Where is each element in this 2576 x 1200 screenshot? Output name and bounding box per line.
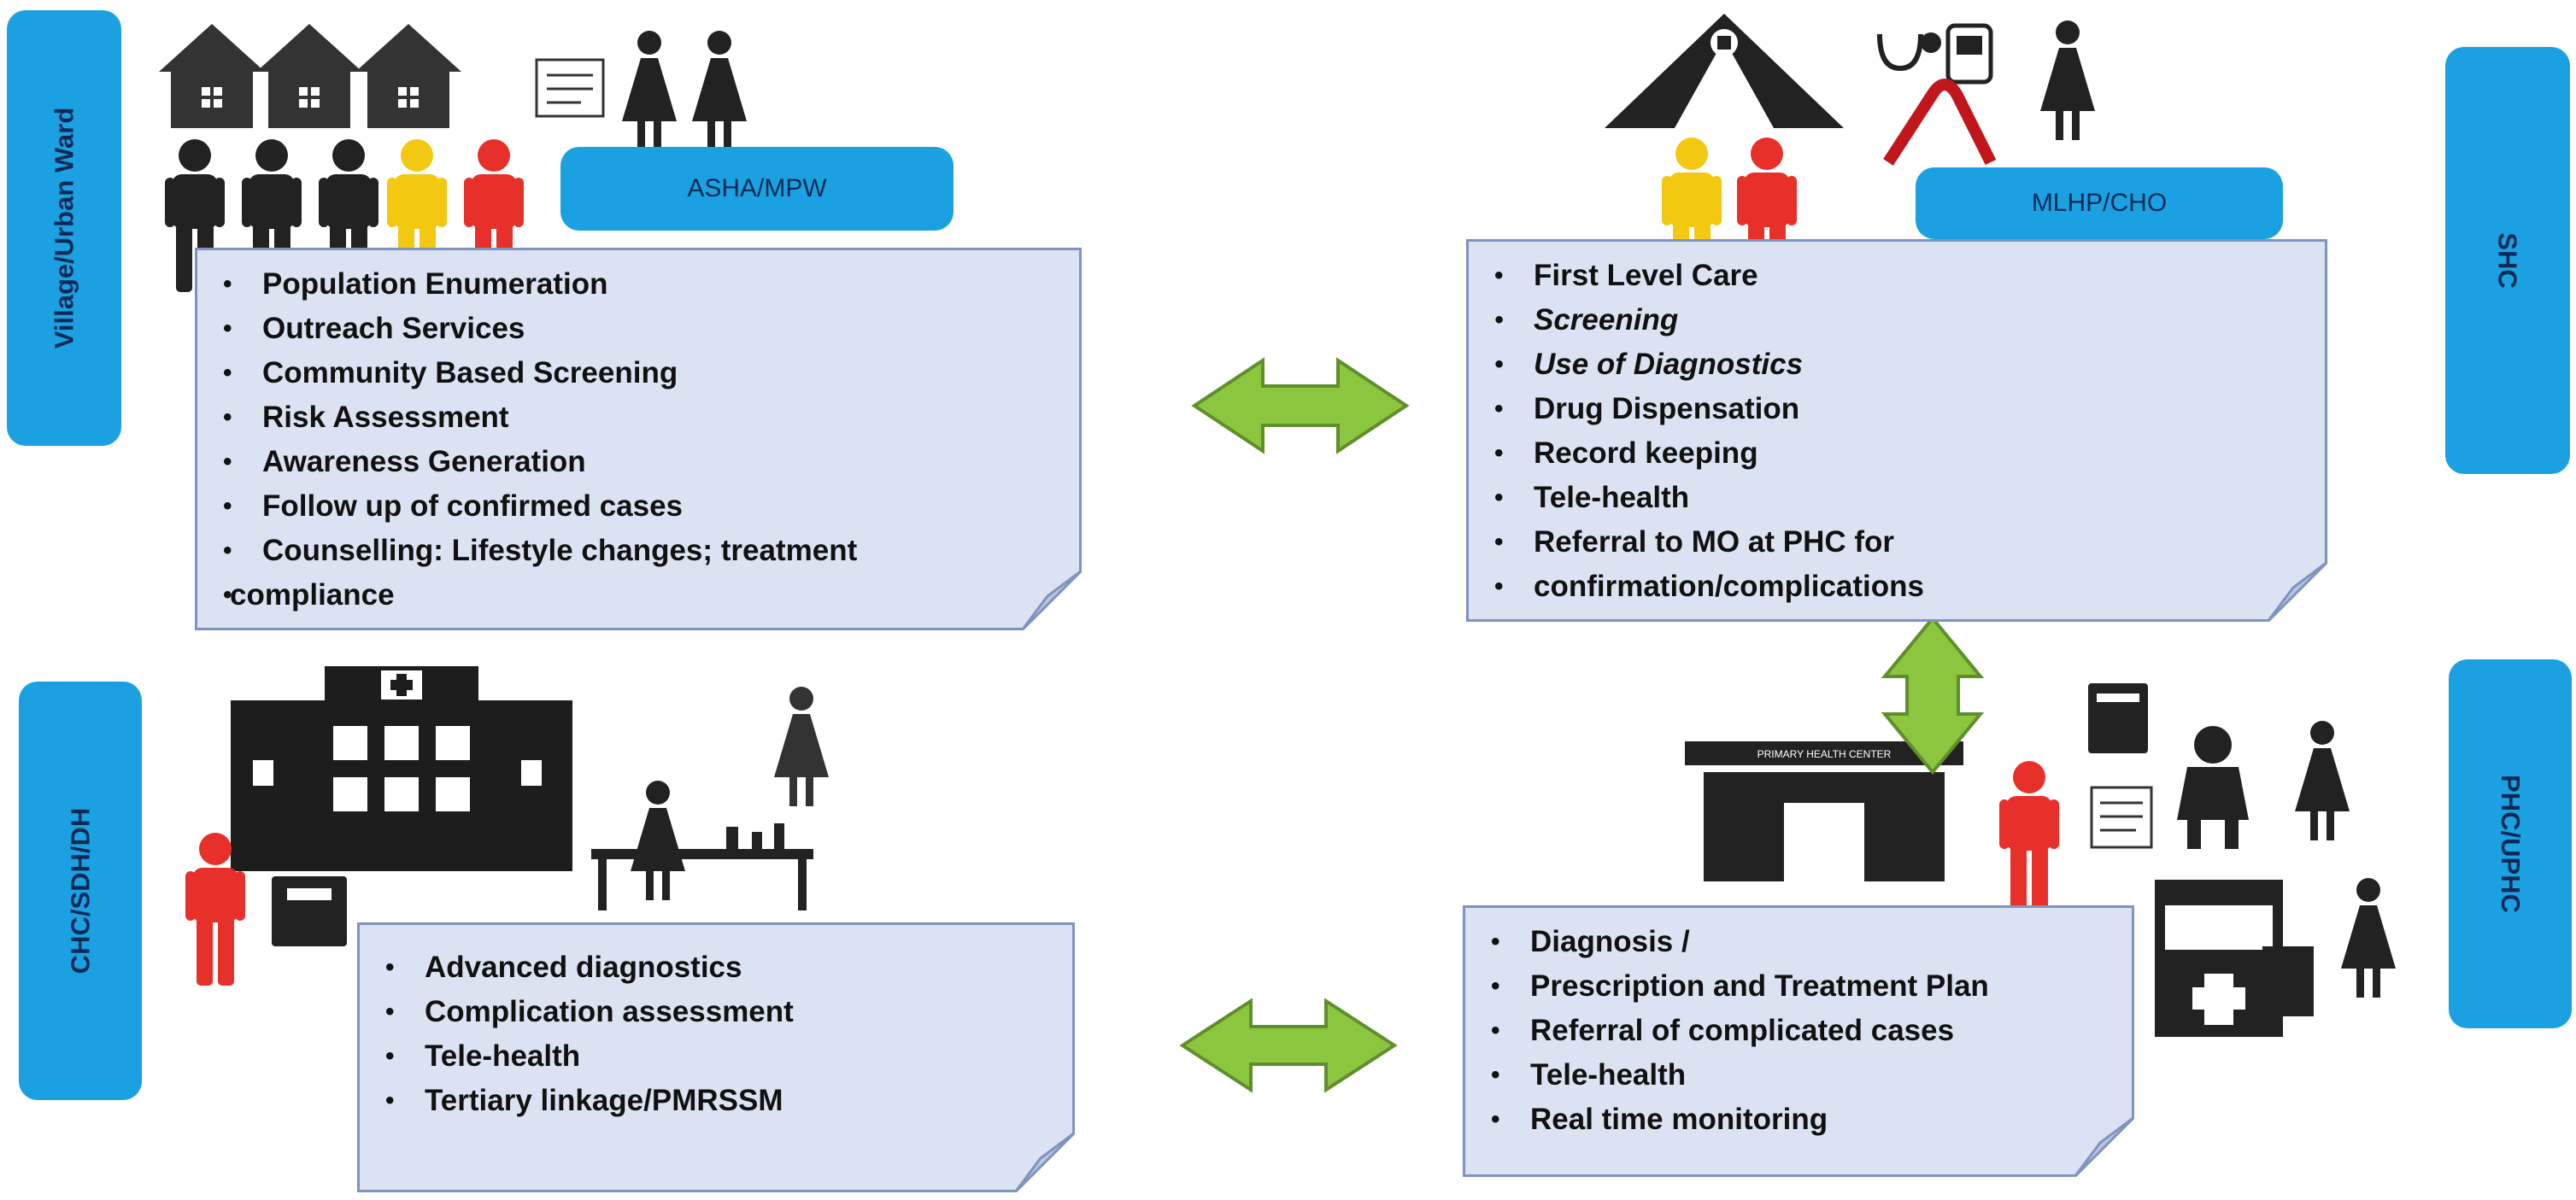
list-item: Screening <box>1484 298 2304 342</box>
list-item: Drug Dispensation <box>1484 387 2304 431</box>
village-urban-ward-tab: Village/Urban Ward <box>7 10 121 446</box>
asha-mpw-label: ASHA/MPW <box>560 147 954 231</box>
page-curl-icon <box>1022 571 1082 630</box>
nurse-icon <box>2295 721 2350 840</box>
doctor-icon <box>774 687 829 806</box>
lab-technician-icon <box>591 781 813 910</box>
list-item: Outreach Services <box>213 307 1059 351</box>
list-item: Follow up of confirmed cases <box>213 484 1059 529</box>
list-item: Tele-health <box>375 1034 1052 1079</box>
village-functions-note: Population Enumeration Outreach Services… <box>195 248 1082 630</box>
book-icon <box>2088 683 2148 753</box>
list-item: Prescription and Treatment Plan <box>1481 964 2111 1009</box>
person-icon <box>1999 761 2059 914</box>
list-item: Tele-health <box>1484 476 2304 520</box>
double-arrow-chc-phc <box>1179 998 1398 1093</box>
double-arrow-village-shc <box>1191 357 1410 454</box>
document-icon <box>2090 786 2153 849</box>
scale-icon <box>272 876 347 946</box>
chc-functions-note: Advanced diagnostics Complication assess… <box>357 922 1075 1192</box>
hospital-icon <box>231 666 572 871</box>
house-icon <box>159 24 265 128</box>
list-item: Tertiary linkage/PMRSSM <box>375 1079 1052 1123</box>
list-item: Diagnosis / <box>1481 920 2111 964</box>
shc-tab: SHC <box>2445 47 2570 474</box>
stethoscope-icon <box>1877 32 1941 72</box>
health-worker-icon <box>692 31 747 150</box>
list-item: First Level Care <box>1484 254 2304 298</box>
page-curl-icon <box>1015 1133 1075 1192</box>
pharmacist-icon <box>2341 878 2396 998</box>
page-curl-icon <box>2074 1117 2134 1177</box>
tent-icon <box>1605 14 1844 128</box>
house-icon <box>355 24 461 128</box>
phc-uphc-tab: PHC/UPHC <box>2449 659 2572 1028</box>
list-item: Advanced diagnostics <box>375 945 1052 990</box>
mlhp-cho-text: MLHP/CHO <box>2031 189 2168 217</box>
doctor-icon <box>2177 726 2249 849</box>
list-item: Record keeping <box>1484 431 2304 476</box>
pharmacy-icon <box>2155 880 2314 1037</box>
shc-functions-note: First Level Care Screening Use of Diagno… <box>1466 239 2327 622</box>
ribbon-icon <box>1883 79 1997 166</box>
list-item: Risk Assessment <box>213 395 1059 440</box>
list-item: Referral to MO at PHC for <box>1484 520 2304 565</box>
double-arrow-shc-phc <box>1881 615 1985 776</box>
list-item: Real time monitoring <box>1481 1098 2111 1142</box>
list-item-continued: compliance <box>213 573 1059 618</box>
list-item: Complication assessment <box>375 990 1052 1034</box>
mlhp-cho-label: MLHP/CHO <box>1916 167 2283 239</box>
list-item-continued: confirmation/complications <box>1484 565 2304 609</box>
list-item: Population Enumeration <box>213 262 1059 307</box>
glucometer-icon <box>1945 23 1993 85</box>
chc-sdh-dh-tab: CHC/SDH/DH <box>19 682 142 1100</box>
phc-functions-note: Diagnosis / Prescription and Treatment P… <box>1463 905 2134 1177</box>
asha-mpw-text: ASHA/MPW <box>687 174 827 202</box>
list-item: Use of Diagnostics <box>1484 342 2304 387</box>
list-item: Tele-health <box>1481 1053 2111 1098</box>
doctor-icon <box>2040 20 2095 140</box>
list-item: Referral of complicated cases <box>1481 1009 2111 1053</box>
health-worker-icon <box>622 31 677 150</box>
document-icon <box>535 58 605 118</box>
page-curl-icon <box>2268 562 2327 622</box>
list-item: Counselling: Lifestyle changes; treatmen… <box>213 529 1059 573</box>
house-icon <box>256 24 362 128</box>
list-item: Community Based Screening <box>213 351 1059 395</box>
phc-sign-text: PRIMARY HEALTH CENTER <box>1757 748 1892 760</box>
clinic-icon: PRIMARY HEALTH CENTER <box>1685 741 1963 881</box>
list-item: Awareness Generation <box>213 440 1059 484</box>
